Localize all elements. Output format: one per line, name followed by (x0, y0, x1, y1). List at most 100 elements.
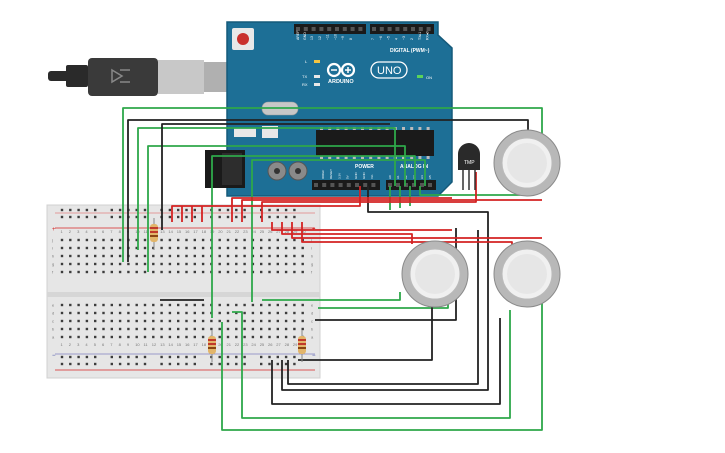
row-label: e (311, 303, 314, 308)
gas-sensor-1[interactable] (493, 129, 561, 197)
row-label: g (311, 262, 313, 267)
row-label: f (52, 270, 54, 275)
led-l-label: L (305, 59, 308, 64)
wire-green-a1[interactable] (147, 145, 406, 272)
row-label: d (52, 311, 54, 316)
column-label: 9 (127, 342, 130, 347)
led-rx-label: RX (302, 82, 308, 87)
wire-black-sensor2b[interactable] (298, 300, 433, 361)
row-label: f (311, 270, 313, 275)
gas-sensor-3[interactable] (493, 240, 561, 308)
on-label: ON (426, 75, 432, 80)
column-label: 28 (285, 229, 290, 234)
column-label: 6 (102, 342, 105, 347)
column-label: 16 (185, 229, 190, 234)
row-label: a (52, 335, 55, 340)
wire-red-sensor2[interactable] (271, 222, 452, 231)
tmp-sensor[interactable]: TMP (458, 143, 480, 190)
column-label: 28 (285, 342, 290, 347)
digital-pin-label: ~3 (402, 36, 406, 40)
atmega-chip (316, 130, 434, 156)
analog-pin-label: A3 (412, 175, 416, 179)
column-label: 14 (168, 342, 173, 347)
column-label: 5 (94, 342, 97, 347)
analog-pin-label: A1 (396, 175, 400, 179)
column-label: 6 (102, 229, 105, 234)
wire-black-gnd4[interactable] (271, 318, 501, 405)
wire-red-sensor3[interactable] (291, 222, 542, 239)
column-label: 10 (135, 342, 140, 347)
digital-pin-label: TX▸1 (418, 32, 422, 40)
column-label: 20 (218, 229, 223, 234)
column-label: 8 (119, 229, 122, 234)
wire-green-a2[interactable] (211, 155, 416, 318)
led-tx-label: TX (302, 74, 307, 79)
led-tx-icon (314, 75, 320, 78)
wire-black-gnd5[interactable] (287, 230, 479, 385)
led-rx-icon (314, 83, 320, 86)
column-label: 27 (276, 342, 281, 347)
column-label: 7 (110, 229, 113, 234)
row-label: h (52, 254, 54, 259)
resistor-2[interactable] (208, 330, 216, 362)
wire-red-sensor3b[interactable] (301, 222, 513, 250)
row-label: i (52, 246, 53, 251)
row-label: i (311, 246, 312, 251)
resistor-1[interactable] (150, 218, 158, 250)
wire-black-gnd2[interactable] (161, 123, 390, 230)
resistor-3[interactable] (298, 330, 306, 362)
wire-green-sensor1[interactable] (122, 107, 543, 262)
column-label: 17 (193, 229, 198, 234)
column-label: 23 (243, 229, 248, 234)
row-label: g (52, 262, 54, 267)
column-label: 4 (85, 229, 88, 234)
gas-sensor-2[interactable] (401, 240, 469, 308)
column-label: 22 (235, 342, 240, 347)
column-label: 12 (152, 342, 157, 347)
row-label: d (311, 311, 313, 316)
power-pin-label: Vin (370, 174, 374, 179)
digital-pin-label: ~9 (341, 36, 345, 40)
row-label: j (51, 238, 53, 243)
row-label: j (310, 238, 312, 243)
column-label: 15 (177, 229, 182, 234)
column-label: 18 (202, 342, 207, 347)
column-label: 29 (293, 229, 298, 234)
power-pin-label: 3.3V (337, 173, 341, 179)
power-pin-label: GND (362, 172, 366, 180)
rail-plus-label: + (52, 227, 56, 233)
wire-green-sensor3[interactable] (221, 300, 543, 431)
wire-red-tmp[interactable] (261, 172, 477, 222)
column-label: 21 (227, 342, 232, 347)
column-label: 29 (293, 342, 298, 347)
wire-green-sensor2[interactable] (232, 310, 511, 419)
model-label: UNO (377, 65, 402, 77)
row-label: e (52, 303, 55, 308)
column-label: 14 (168, 229, 173, 234)
wire-red-rail1[interactable] (231, 197, 452, 222)
digital-header-low (370, 24, 434, 34)
column-label: 16 (185, 342, 190, 347)
digital-pin-label: RX◂0 (426, 31, 430, 40)
wire-red-sensor2b[interactable] (281, 222, 413, 244)
power-pin-label: RESET (329, 169, 333, 179)
column-label: 24 (251, 229, 256, 234)
wire-green-a0[interactable] (137, 127, 396, 250)
breadboard-divider (47, 292, 320, 297)
column-label: 15 (177, 342, 182, 347)
wire-red-sensor1[interactable] (241, 199, 542, 222)
analog-pin-label: A0 (388, 175, 392, 179)
wire-green-a3[interactable] (251, 159, 426, 302)
wire-red-jumpers[interactable] (171, 205, 212, 222)
wire-green-bb[interactable] (262, 292, 401, 301)
column-label: 26 (268, 342, 273, 347)
brand-label: ARDUINO (328, 79, 354, 85)
digital-pin-label: ~11 (326, 34, 330, 40)
column-label: 2 (69, 342, 72, 347)
analog-pin-label: A2 (404, 175, 408, 179)
power-header (312, 180, 380, 190)
wire-black-gnd3[interactable] (281, 186, 489, 391)
column-label: 23 (243, 342, 248, 347)
